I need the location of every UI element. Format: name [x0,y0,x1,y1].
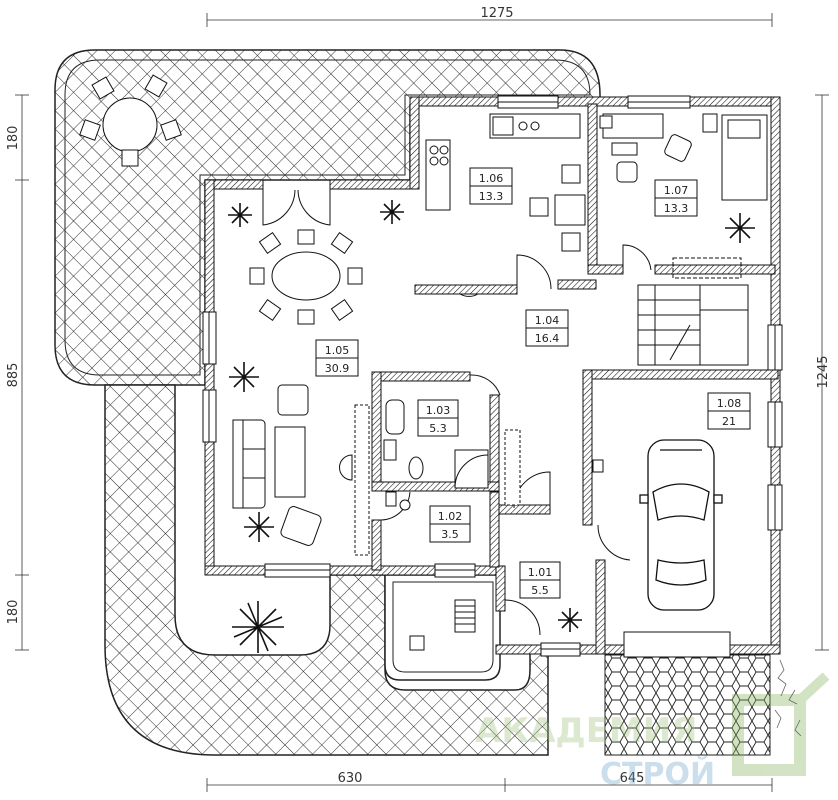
room-id: 1.06 [479,172,504,185]
room-id: 1.08 [717,397,742,410]
walls [204,96,781,655]
dim-bottom-right: 645 [620,771,645,786]
room-area: 3.5 [441,528,459,541]
dim-top: 1275 [480,6,513,21]
staircase [637,257,749,366]
terrace-top-left [54,49,601,386]
room-label-1.04: 1.04 16.4 [525,309,569,347]
room-id: 1.04 [535,314,560,327]
room-label-1.07: 1.07 13.3 [654,179,698,217]
bedroom-furniture [599,113,768,201]
room-area: 21 [722,415,736,428]
doors [262,189,652,636]
kitchen-equipment [425,113,586,252]
terrace-dining-set [79,74,182,167]
room-area: 16.4 [535,332,560,345]
porch-step [384,574,501,681]
room-id: 1.02 [438,510,463,523]
dim-left-bottom: 180 [6,600,21,625]
room-label-1.05: 1.05 30.9 [315,339,359,377]
room-id: 1.07 [664,184,689,197]
living-sofa-set [232,384,370,556]
watermark-line1: АКАДЕМИЯ [475,711,697,751]
bathroom-fixtures [383,399,604,511]
dim-right: 1245 [816,355,831,388]
dimension-lines [15,13,829,792]
porch-grate [409,599,476,651]
room-area: 13.3 [664,202,689,215]
terrace-bottom [104,384,549,756]
dim-left-mid: 885 [6,363,21,388]
dim-bottom-left: 630 [338,771,363,786]
garage-car [639,439,723,611]
trees-decoration [774,659,802,737]
dining-table [249,229,363,325]
room-id: 1.01 [528,566,553,579]
room-area: 13.3 [479,190,504,203]
room-area: 30.9 [325,362,350,375]
windows [202,95,783,658]
room-label-1.01: 1.01 5.5 [519,561,561,599]
room-area: 5.5 [531,584,549,597]
watermark-logo: АКАДЕМИЯ СТРОЙ [475,672,830,792]
plant-icons [228,200,755,653]
watermark-line2: СТРОЙ [600,756,715,792]
room-label-1.08: 1.08 21 [707,392,751,430]
room-label-1.02: 1.02 3.5 [429,505,471,543]
room-label-1.06: 1.06 13.3 [469,167,513,205]
room-id: 1.05 [325,344,350,357]
room-label-1.03: 1.03 5.3 [417,399,459,437]
room-id: 1.03 [426,404,451,417]
room-area: 5.3 [429,422,447,435]
dim-left-top: 180 [6,126,21,151]
